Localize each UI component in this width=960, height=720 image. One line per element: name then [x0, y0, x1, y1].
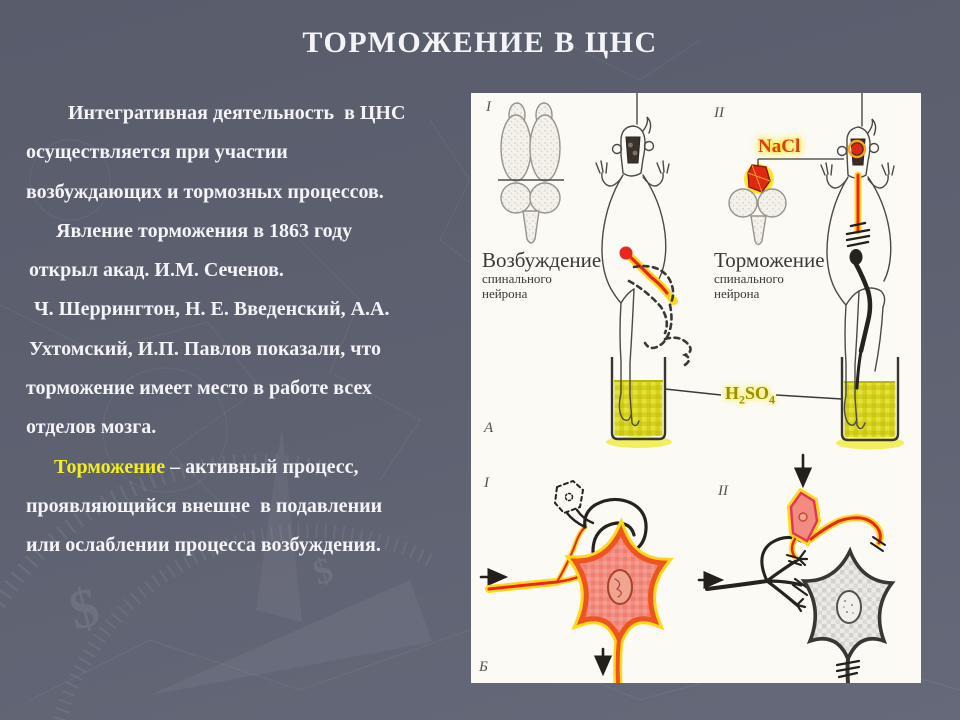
text-line: осуществляется при участии	[26, 141, 288, 164]
label-inhibition-title: Торможение	[714, 248, 825, 272]
figure-section-a: А	[484, 420, 494, 436]
inhibition-term: Торможение	[54, 455, 166, 478]
watermark-line	[299, 239, 421, 481]
sechenov-experiment-figure	[479, 93, 904, 683]
label-excitation-title: Возбуждение	[482, 248, 602, 272]
figure-numeral-bottom-left: I	[484, 475, 489, 491]
watermark-dollar-glyph: $	[63, 576, 105, 643]
watermark-compass-needle	[150, 580, 432, 695]
figure-numeral-bottom-right: II	[718, 483, 728, 499]
neuron-circuit-excitation	[479, 479, 674, 683]
brain-diagram-excitation	[498, 102, 564, 244]
brain-diagram-inhibition	[728, 158, 844, 246]
beaker-left-outline	[610, 357, 667, 441]
reflex-dashed-leg	[627, 264, 692, 367]
text-line: проявляющийся внешне в подавлении	[26, 494, 383, 517]
text-line: открыл акад. И.М. Сеченов.	[29, 259, 284, 282]
slide-title: ТОРМОЖЕНИЕ В ЦНС	[302, 26, 658, 59]
text-line-rest: – активный процесс,	[165, 455, 359, 478]
neuron-circuit-inhibition	[697, 453, 896, 683]
text-line: торможение имеет место в работе всех	[26, 377, 372, 400]
watermark-line	[0, 304, 261, 519]
excited-nerve	[619, 246, 678, 305]
figure-section-b: Б	[479, 659, 488, 675]
figure-numeral-top-right: II	[714, 105, 724, 121]
watermark-circle	[29, 139, 111, 221]
text-line: Ч. Шеррингтон, Н. Е. Введенский, А.А.	[34, 298, 390, 321]
figure-panel: I II Возбуждение спинального нейрона Тор…	[471, 93, 921, 683]
watermark-compass-needle	[256, 428, 302, 622]
label-excitation-sub2: нейрона	[482, 285, 528, 301]
beaker-right-outline	[840, 357, 900, 442]
watermark-dial-arc	[0, 453, 332, 617]
label-excitation-sub1: спинального	[482, 271, 552, 286]
acid-connector-lines	[664, 388, 843, 400]
excited-neuron-nucleus	[607, 569, 633, 605]
text-line: отделов мозга.	[26, 416, 157, 439]
beaker-right	[836, 381, 904, 450]
label-excitation: Возбуждение спинального нейрона	[482, 249, 601, 301]
text-line: Торможение – активный процесс,	[26, 448, 472, 487]
label-inhibition: Торможение спинального нейрона	[714, 249, 825, 301]
watermark-circle	[102, 367, 228, 493]
inhibited-neuron-nucleus	[836, 590, 862, 624]
label-inhibition-sub2: нейрона	[714, 285, 760, 301]
text-line: Ухтомский, И.П. Павлов показали, что	[29, 337, 382, 360]
dashed-interneuron-cell	[553, 479, 585, 515]
label-inhibition-sub1: спинального	[714, 271, 784, 286]
body-text: Интегративная деятельность в ЦНС осущест…	[26, 94, 472, 566]
beaker-left	[606, 380, 672, 448]
nacl-label: NaCl	[758, 136, 801, 157]
acid-formula-label: H2SO4	[724, 383, 776, 407]
text-line: возбуждающих и тормозных процессов.	[26, 180, 384, 203]
watermark-line	[559, 39, 701, 81]
text-line: Интегративная деятельность в ЦНС	[68, 102, 406, 124]
text-line: Явление торможения в 1863 году	[56, 219, 353, 242]
inhibited-spinal-cord	[845, 139, 873, 390]
figure-numeral-top-left: I	[486, 99, 491, 115]
text-line: или ослаблении процесса возбуждения.	[26, 534, 381, 557]
frog-excitation	[595, 93, 670, 427]
